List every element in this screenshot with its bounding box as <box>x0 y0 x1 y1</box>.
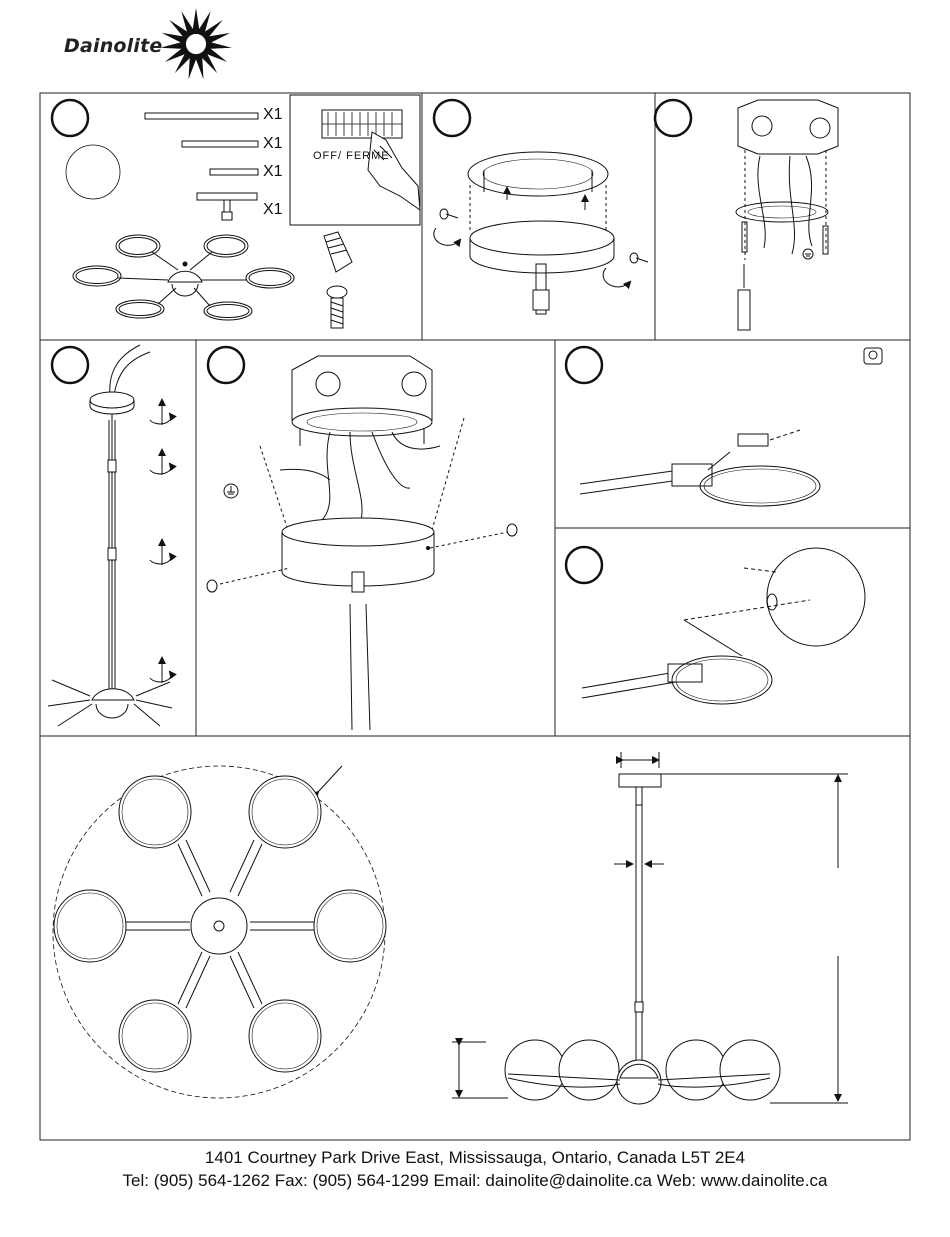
step5-drawing <box>207 356 517 730</box>
fixture-overview <box>73 235 294 320</box>
step4-drawing <box>48 345 172 726</box>
step-circle-1 <box>52 100 88 136</box>
canopy-bar <box>197 193 257 200</box>
step2-drawing <box>434 152 648 314</box>
step-circle-6 <box>566 347 602 383</box>
footer-contact: Tel: (905) 564-1262 Fax: (905) 564-1299 … <box>0 1171 950 1191</box>
step-circle-2 <box>434 100 470 136</box>
rotate-arrow-icon <box>434 228 460 245</box>
qty-rod-long: X1 <box>263 106 283 124</box>
rod-short <box>210 169 258 175</box>
step6-drawing <box>580 348 882 506</box>
rod-medium <box>182 141 258 147</box>
step-circle-4 <box>52 347 88 383</box>
step7-drawing <box>582 548 865 704</box>
glass-globe <box>66 145 120 199</box>
step-circle-3 <box>655 100 691 136</box>
rotate-arrow-icon <box>603 268 630 287</box>
footer-address: 1401 Courtney Park Drive East, Mississau… <box>0 1148 950 1168</box>
step-circle-7 <box>566 547 602 583</box>
parts-list <box>66 113 258 220</box>
step-circle-5 <box>208 347 244 383</box>
breaker-label: OFF/ FERME <box>313 150 390 162</box>
rod-long <box>145 113 258 119</box>
qty-rod-medium: X1 <box>263 135 283 153</box>
top-view-drawing <box>53 766 386 1098</box>
step3-drawing <box>736 100 838 330</box>
side-view-drawing <box>452 752 848 1104</box>
qty-canopy-bar: X1 <box>263 201 283 219</box>
wire-nut-and-screw <box>324 232 352 328</box>
qty-rod-short: X1 <box>263 163 283 181</box>
bulb-symbol-icon <box>864 348 882 364</box>
